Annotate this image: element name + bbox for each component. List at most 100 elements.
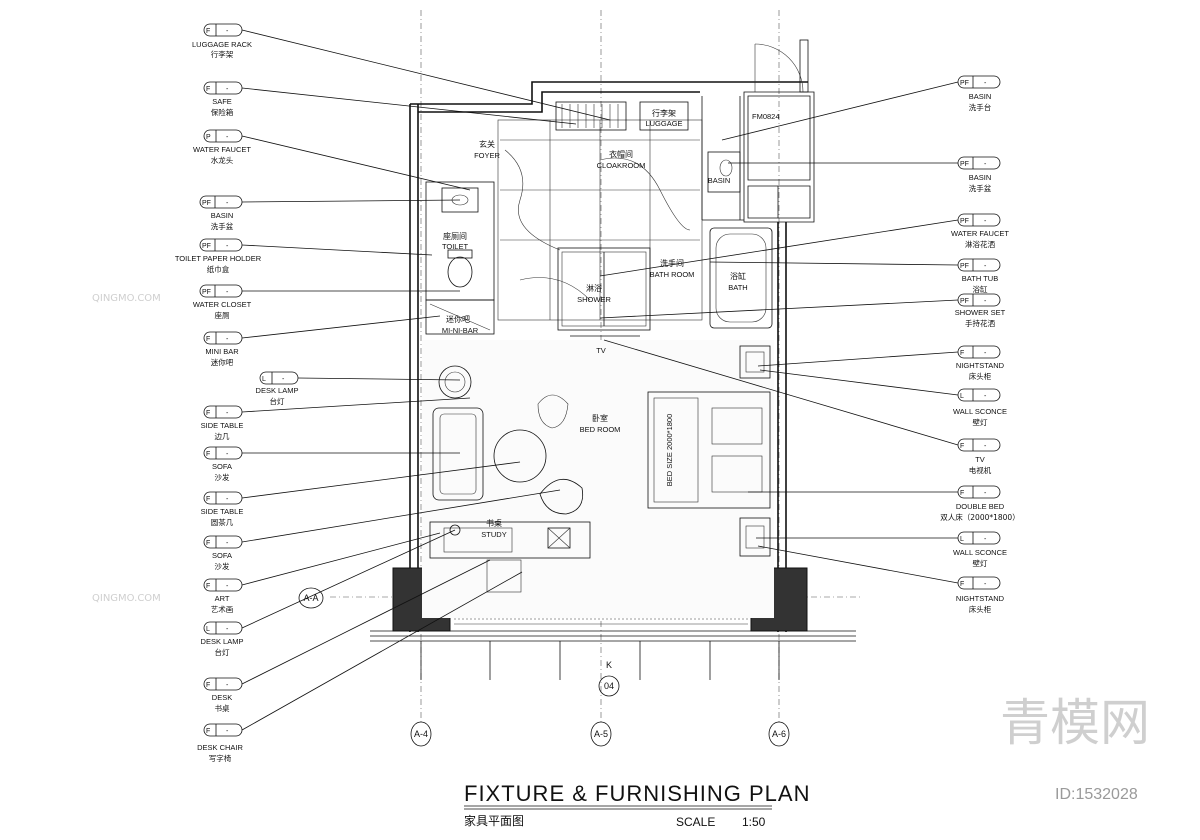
callout-label-cn: 沙发 [215,561,230,571]
callout-label-en: WALL SCONCE [953,548,1007,557]
svg-text:-: - [226,682,229,689]
bathroom [557,151,773,337]
callout-tag: F [206,451,210,458]
callout-label-en: NIGHTSTAND [956,594,1005,603]
svg-text:-: - [226,289,229,296]
title-block: FIXTURE & FURNISHING PLAN 家具平面图 SCALE 1:… [464,781,810,829]
room-tub-cn: 浴缸 [730,271,746,281]
callout-label-cn: 写字椅 [209,753,232,763]
callout-label-cn: 电视机 [969,465,992,475]
callout-label-cn: 双人床（2000*1800） [940,512,1019,522]
callout-wall-sconce-2: L - WALL SCONCE 壁灯 [953,531,1007,568]
axis-section: A-A [303,593,318,603]
callout-label-cn: 台灯 [215,647,230,657]
bathtub [709,227,773,329]
luggage-rack [639,101,689,131]
foyer-cloakroom [497,96,744,321]
desk-lamp [438,365,472,399]
room-minibar-cn: 迷你吧 [446,314,470,324]
callout-label-en: SHOWER SET [955,308,1006,317]
callout-label-en: DESK LAMP [256,386,299,395]
callout-tag: F [206,28,210,35]
callout-label-cn: 保险箱 [211,107,234,117]
svg-text:-: - [984,393,987,400]
callout-label-cn: 浴缸 [973,284,988,294]
callout-label-en: WATER CLOSET [193,300,252,309]
callout-label-cn: 洗手盆 [969,183,992,193]
room-foyer-cn: 玄关 [479,139,495,149]
callout-shower-set: PF - SHOWER SET 手持花洒 [955,293,1006,328]
callout-desk-chair: F - DESK CHAIR 写字椅 [197,723,244,763]
svg-text:-: - [984,536,987,543]
mini-bar [425,299,495,335]
callout-label-en: BASIN [211,211,234,220]
callout-tag: F [206,496,210,503]
callout-side-table-1: F - SIDE TABLE 边几 [201,405,243,441]
callout-sofa-1: F - SOFA 沙发 [203,446,243,482]
callout-label-cn: 淋浴花洒 [965,239,995,249]
axis-a6: A-6 [772,729,786,739]
watermark-site-2: QINGMO.COM [92,593,161,604]
svg-text:-: - [984,80,987,87]
room-luggage-en: LUGGAGE [645,119,682,128]
room-bed-cn: 卧室 [592,413,608,423]
callout-desk-lamp-1: L - DESK LAMP 台灯 [256,371,299,406]
watermark-site-1: QINGMO.COM [92,293,161,304]
plan-title-cn: 家具平面图 [464,813,524,828]
callout-label-cn: 手持花洒 [965,318,995,328]
callout-tag: F [206,540,210,547]
sofa [432,407,484,501]
callout-double-bed: F - DOUBLE BED 双人床（2000*1800） [940,485,1020,522]
callout-tag: L [960,536,964,543]
callout-tag: F [206,728,210,735]
callout-label-cn: 沙发 [215,472,230,482]
bedroom [422,340,774,618]
callout-luggage-rack: F - LUGGAGE RACK 行李架 [192,23,252,59]
callout-tag: PF [202,200,211,207]
callout-label-en: WATER FAUCET [193,145,251,154]
left-callouts: F - LUGGAGE RACK 行李架 F - SAFE 保险箱 P - WA… [175,23,299,763]
callout-tag: F [206,336,210,343]
callout-mini-bar: F - MINI BAR 迷你吧 [203,331,243,367]
double-bed [647,391,771,509]
axis-a4: A-4 [414,729,428,739]
callout-label-en: WALL SCONCE [953,407,1007,416]
room-tub-en: BATH [728,283,747,292]
callout-label-cn: 洗手盆 [211,221,234,231]
callout-label-en: DESK LAMP [201,637,244,646]
svg-text:-: - [226,410,229,417]
callout-label-cn: 行李架 [211,49,234,59]
room-tv: TV [596,346,606,355]
room-toilet-cn: 座厕间 [443,231,467,241]
callout-tag: PF [960,298,969,305]
svg-text:-: - [226,728,229,735]
callout-label-cn: 座厕 [215,310,230,320]
callout-label-cn: 迷你吧 [211,357,234,367]
callout-label-en: DESK [212,693,232,702]
callout-label-en: TOILET PAPER HOLDER [175,254,262,263]
callout-tag: PF [960,80,969,87]
callout-label-en: DESK CHAIR [197,743,243,752]
callout-label-en: BATH TUB [962,274,998,283]
desk [429,521,591,559]
plan-title: FIXTURE & FURNISHING PLAN [464,781,810,806]
callout-label-cn: 台灯 [270,396,285,406]
callout-label-cn: 书桌 [215,703,230,713]
toilet-area [425,181,495,335]
callout-basin-2: PF - BASIN 洗手盆 [957,156,1001,193]
callout-label-en: SAFE [212,97,232,106]
callout-tag: PF [960,218,969,225]
callout-tag: L [262,376,266,383]
basin-counter [707,151,741,193]
room-toilet-en: TOILET [442,242,469,251]
svg-text:-: - [226,540,229,547]
watermark-id: ID:1532028 [1055,786,1138,803]
callout-label-cn: 水龙头 [211,155,234,165]
room-foyer-en: FOYER [474,151,500,160]
axis-markers: A-4 A-5 A-6 A-A K 04 [298,587,790,747]
callout-label-en: SOFA [212,551,232,560]
room-bedsize: BED SIZE 2000*1800 [665,414,674,487]
callout-label-en: MINI BAR [205,347,239,356]
callout-desk: F - DESK 书桌 [203,677,243,713]
